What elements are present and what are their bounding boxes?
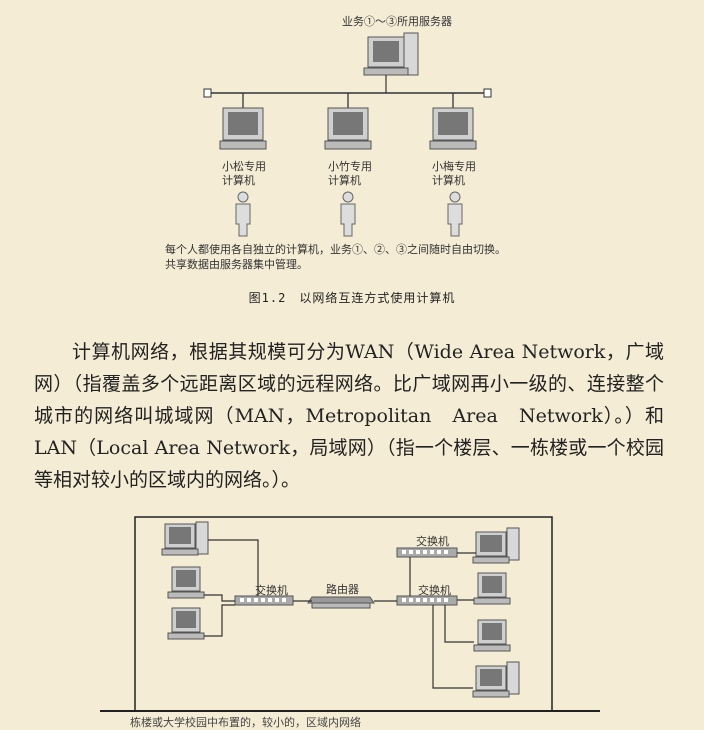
body-paragraph: 计算机网络，根据其规模可分为WAN（Wide Area Network，广域网）… [34, 341, 664, 491]
lan-computer-icon-right-2 [473, 572, 511, 605]
lan-bottom-caption: 栋楼或大学校园中布置的，较小的，区域内网络 [130, 715, 361, 729]
switch-label-right-mid: 交换机 [418, 583, 451, 597]
lan-computer-icon-left-3 [167, 607, 205, 640]
lan-computer-icon-right-4 [472, 661, 520, 698]
server-label: 业务①～③所用服务器 [342, 15, 452, 28]
figure-caption: 图1.2 以网络互连方式使用计算机 [248, 291, 456, 305]
computer-label-kotake: 小竹专用 计算机 [328, 160, 372, 187]
lan-cables [204, 539, 476, 689]
computer-label-koume: 小梅专用 计算机 [432, 160, 476, 187]
lan-computer-icon-left-1 [161, 521, 209, 556]
network-bus-line [203, 88, 492, 108]
figure-note: 每个人都使用各自独立的计算机，业务①、②、③之间随时自由切换。 共享数据由服务器… [165, 243, 506, 271]
server-computer-icon [363, 32, 419, 93]
computer-label-komatsu: 小松专用 计算机 [222, 160, 266, 187]
router-label: 路由器 [326, 582, 359, 596]
person-icon-3 [447, 191, 463, 237]
lan-computer-icon-right-3 [473, 619, 511, 652]
lan-computer-icon-left-2 [167, 566, 205, 599]
switch-label-right-top: 交换机 [416, 534, 449, 548]
computer-icon-koume [429, 107, 477, 150]
computer-icon-kotake [324, 107, 372, 150]
person-icon-2 [340, 191, 356, 237]
switch-icon-left [234, 595, 294, 606]
switch-icon-right-top [396, 547, 458, 558]
network-diagram-top [203, 32, 492, 237]
switch-icon-right-mid [396, 595, 458, 606]
computer-icon-komatsu [219, 107, 267, 150]
lan-computer-icon-right-1 [472, 527, 520, 564]
router-icon [307, 596, 375, 609]
switch-label-left: 交换机 [255, 583, 288, 597]
person-icon-1 [235, 191, 251, 237]
lan-diagram: 交换机 路由器 交换机 交换机 栋楼或大学校园中布置的，较小的，区域内网络 [100, 516, 600, 729]
